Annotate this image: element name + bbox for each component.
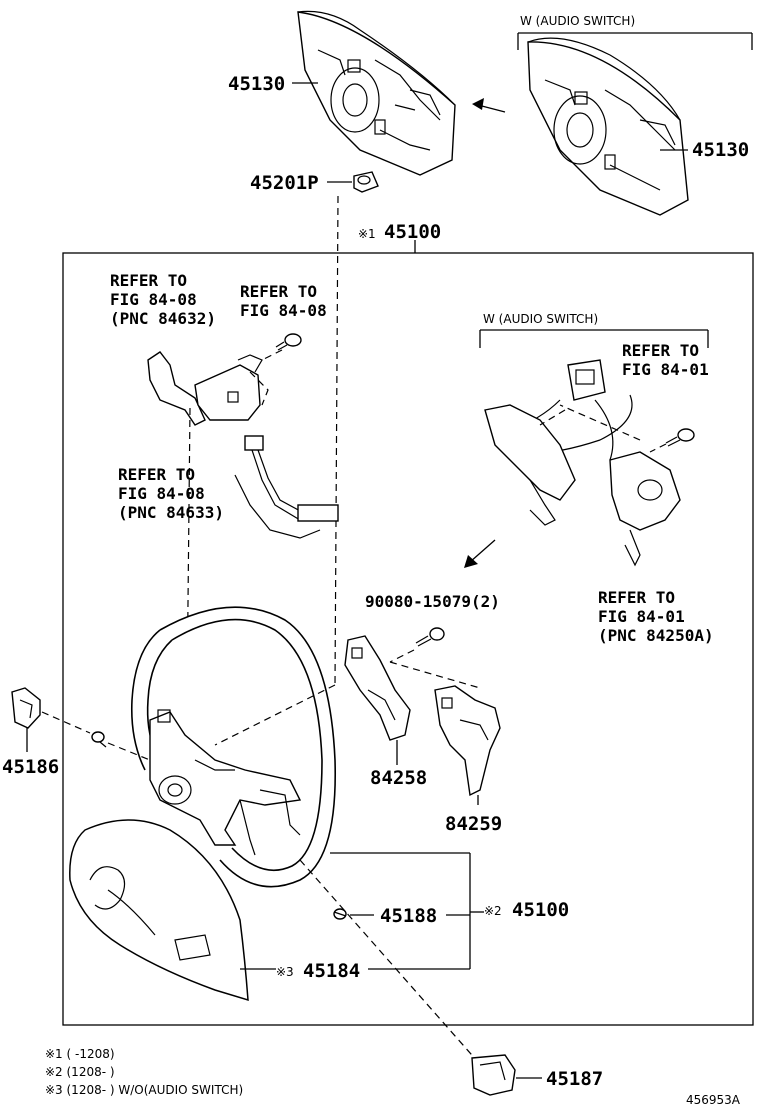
screw-45188 [333, 908, 347, 920]
part-number-45130-left: 45130 [228, 73, 285, 95]
cover-45186 [11, 687, 41, 729]
refer-5-line-1: REFER TO [598, 588, 675, 607]
screw-45186 [91, 731, 107, 748]
part-number-45100-right: 45100 [512, 899, 569, 921]
switch-84258 [344, 635, 411, 741]
footnote-mark-1-top: ※1 [358, 227, 376, 241]
part-number-45184: 45184 [303, 960, 360, 982]
refer-5-line-3: (PNC 84250A) [598, 626, 714, 645]
screw-upper-left [275, 333, 302, 351]
bolt-part-number: 90080-15079(2) [365, 592, 500, 611]
audio-switch-assembly [484, 359, 681, 567]
refer-3-line-2: FIG 84-01 [622, 360, 709, 379]
part-number-45188: 45188 [380, 905, 437, 927]
steering-wheel [130, 606, 337, 888]
wire-harness [234, 435, 339, 539]
spiral-cable-switch [147, 351, 269, 426]
horn-pad-right [527, 37, 689, 216]
figure-id: 456953A [686, 1093, 741, 1107]
refer-3-line-1: REFER TO [622, 341, 699, 360]
part-number-84259: 84259 [445, 813, 502, 835]
part-number-45201p: 45201P [250, 172, 319, 194]
part-number-45130-right: 45130 [692, 139, 749, 161]
part-number-45186: 45186 [2, 756, 59, 778]
lower-cover-45184 [69, 819, 249, 1002]
horn-pad-left [297, 10, 456, 176]
screw-audio-switch [665, 428, 695, 447]
refer-4-line-2: FIG 84-08 [118, 484, 205, 503]
refer-2-line-1: REFER TO [240, 282, 317, 301]
footnote-2: ※2 (1208- ) [45, 1065, 115, 1079]
part-number-45187: 45187 [546, 1068, 603, 1090]
audio-switch-label-top: W (AUDIO SWITCH) [520, 14, 635, 28]
refer-1-line-1: REFER TO [110, 271, 187, 290]
refer-4-line-1: REFER TO [118, 465, 195, 484]
part-number-84258: 84258 [370, 767, 427, 789]
footnote-1: ※1 ( -1208) [45, 1047, 115, 1061]
cap-45187 [471, 1054, 516, 1096]
part-number-45100-top: 45100 [384, 221, 441, 243]
nut-45201p [353, 171, 379, 193]
refer-2-line-2: FIG 84-08 [240, 301, 327, 320]
footnote-3: ※3 (1208- ) W/O(AUDIO SWITCH) [45, 1083, 243, 1097]
footnote-mark-2-45100: ※2 [484, 904, 502, 918]
audio-switch-label-mid: W (AUDIO SWITCH) [483, 312, 598, 326]
footnote-mark-3-45184: ※3 [276, 965, 294, 979]
refer-5-line-2: FIG 84-01 [598, 607, 685, 626]
switch-84259 [434, 685, 501, 797]
assembly-frame [62, 252, 754, 1026]
bolt-90080 [415, 627, 445, 647]
refer-1-line-3: (PNC 84632) [110, 309, 216, 328]
refer-1-line-2: FIG 84-08 [110, 290, 197, 309]
refer-4-line-3: (PNC 84633) [118, 503, 224, 522]
